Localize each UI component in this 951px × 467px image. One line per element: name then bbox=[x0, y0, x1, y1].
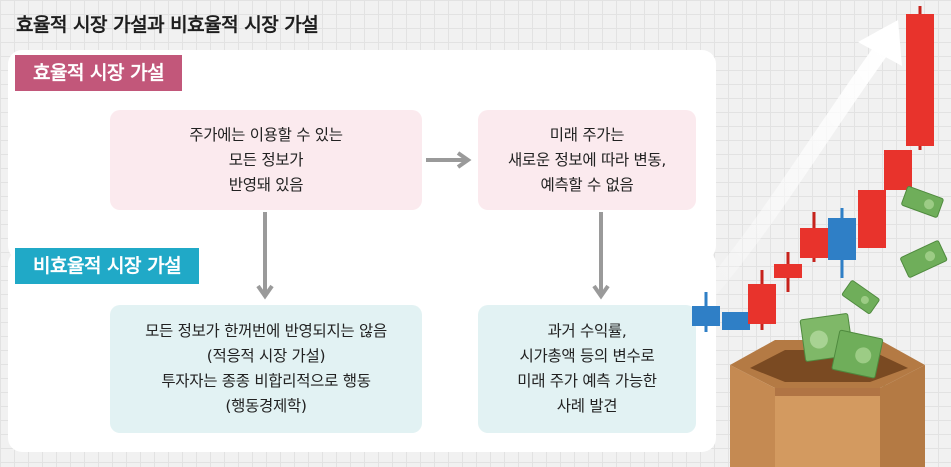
banknote-icon bbox=[900, 240, 948, 278]
box-line: 모든 정보가 bbox=[228, 150, 304, 169]
candlestick-icon bbox=[800, 212, 828, 262]
banknote-icon bbox=[841, 280, 880, 314]
candlestick-icon bbox=[748, 270, 776, 330]
rising-market-illustration bbox=[692, 6, 948, 467]
banknote-icon bbox=[831, 329, 884, 379]
down-arrow-icon bbox=[592, 212, 610, 300]
box-line: 투자자는 종종 비합리적으로 행동 bbox=[161, 372, 371, 390]
inefficient-not-reflected-box: 모든 정보가 한꺼번에 반영되지는 않음 (적응적 시장 가설) 투자자는 종종… bbox=[110, 305, 422, 433]
box-line: 모든 정보가 한꺼번에 반영되지는 않음 bbox=[145, 322, 387, 340]
box-line: 사례 발견 bbox=[556, 397, 618, 415]
rising-arrow-icon bbox=[702, 37, 893, 298]
efficient-market-label: 효율적 시장 가설 bbox=[15, 55, 183, 91]
candlestick-icon bbox=[828, 208, 856, 278]
inefficient-market-label: 비효율적 시장 가설 bbox=[15, 248, 200, 284]
candlestick-icon bbox=[858, 190, 886, 248]
efficient-info-reflected-box: 주가에는 이용할 수 있는 모든 정보가 반영돼 있음 bbox=[110, 110, 422, 210]
box-line: 예측할 수 없음 bbox=[540, 175, 634, 194]
box-line: 미래 주가는 bbox=[549, 125, 625, 144]
box-line: 미래 주가 예측 가능한 bbox=[517, 372, 657, 390]
box-line: (행동경제학) bbox=[225, 397, 307, 415]
down-arrow-icon bbox=[256, 212, 274, 300]
candlestick-icon bbox=[884, 150, 912, 190]
candlestick-icon bbox=[722, 312, 750, 330]
inefficient-predictable-box: 과거 수익률, 시가총액 등의 변수로 미래 주가 예측 가능한 사례 발견 bbox=[478, 305, 696, 433]
banknote-icon bbox=[901, 186, 944, 218]
box-line: 주가에는 이용할 수 있는 bbox=[189, 125, 343, 144]
candlestick-icon bbox=[692, 292, 720, 332]
candlestick-icon bbox=[906, 6, 934, 150]
cardboard-box-icon bbox=[730, 313, 925, 467]
efficient-unpredictable-box: 미래 주가는 새로운 정보에 따라 변동, 예측할 수 없음 bbox=[478, 110, 696, 210]
box-line: 과거 수익률, bbox=[547, 322, 627, 340]
box-line: 시가총액 등의 변수로 bbox=[519, 347, 655, 365]
box-line: 반영돼 있음 bbox=[228, 175, 304, 194]
arrowhead-icon bbox=[858, 20, 902, 66]
candlestick-icon bbox=[774, 252, 802, 292]
right-arrow-icon bbox=[426, 151, 472, 169]
page-title: 효율적 시장 가설과 비효율적 시장 가설 bbox=[16, 14, 319, 36]
box-line: (적응적 시장 가설) bbox=[206, 347, 326, 365]
box-line: 새로운 정보에 따라 변동, bbox=[507, 150, 667, 169]
